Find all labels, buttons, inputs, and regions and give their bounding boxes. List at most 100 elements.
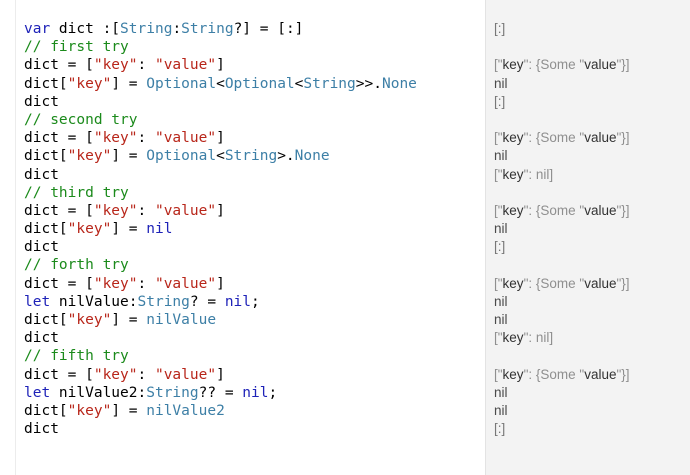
result-token: nil xyxy=(494,148,508,164)
code-token: // first try xyxy=(24,39,129,56)
result-line: [:] xyxy=(494,238,630,256)
code-token: "value" xyxy=(154,275,217,292)
code-token: >>. xyxy=(355,75,382,92)
code-token: dict xyxy=(24,166,59,183)
code-token: var xyxy=(24,21,51,37)
result-line: ["key": nil] xyxy=(494,166,630,184)
result-token: "}] xyxy=(616,366,630,382)
code-token: ] = xyxy=(111,75,147,92)
result-token: "}] xyxy=(616,130,630,146)
code-token: Optional xyxy=(146,75,217,92)
result-token: key xyxy=(502,202,524,218)
code-token: Optional xyxy=(146,148,217,165)
result-line: ["key": nil] xyxy=(494,329,630,347)
result-token: nil xyxy=(494,221,508,237)
result-token: [" xyxy=(494,57,503,73)
result-token: [" xyxy=(494,330,503,346)
code-token: dict[ xyxy=(24,75,68,92)
code-token: "key" xyxy=(93,57,138,74)
result-token: nil xyxy=(494,312,508,327)
result-line: ["key": {Some "value"}] xyxy=(494,275,630,293)
result-line: nil xyxy=(494,147,630,165)
code-line: dict = ["key": "value"] xyxy=(24,129,479,147)
code-token: dict[ xyxy=(24,312,68,328)
result-token: key xyxy=(502,166,524,182)
code-line: dict = ["key": "value"] xyxy=(24,366,479,384)
code-line: var dict :[String:String?] = [:] xyxy=(24,20,479,38)
result-line: nil xyxy=(494,220,630,238)
code-line: dict xyxy=(24,420,479,438)
code-token: "key" xyxy=(67,75,112,92)
result-line: ["key": {Some "value"}] xyxy=(494,56,630,74)
result-token: nil xyxy=(494,384,508,400)
gutter-divider xyxy=(15,0,16,475)
code-token: "value" xyxy=(154,366,217,383)
result-line: ["key": {Some "value"}] xyxy=(494,366,630,384)
code-line: let nilValue2:String?? = nil; xyxy=(24,384,479,402)
code-token: nil xyxy=(224,293,252,310)
result-token: [" xyxy=(494,366,503,382)
code-token: let xyxy=(24,384,51,401)
result-token: [:] xyxy=(494,421,506,437)
result-line: nil xyxy=(494,293,630,311)
code-token: < xyxy=(216,148,225,165)
code-line: // first try xyxy=(24,38,479,56)
code-token: : xyxy=(172,21,182,37)
code-line: // fifth try xyxy=(24,347,479,365)
result-token: key xyxy=(502,275,524,291)
code-token: "key" xyxy=(67,312,112,328)
code-token: ] xyxy=(216,366,225,383)
result-token: key xyxy=(502,330,524,346)
results-list: [:]["key": {Some "value"}]nil[:]["key": … xyxy=(494,20,630,438)
code-token: dict = [ xyxy=(24,57,94,74)
code-token: // forth try xyxy=(24,257,129,274)
code-token: "value" xyxy=(154,130,217,147)
result-token: ": {Some " xyxy=(523,57,585,73)
result-token: ": {Some " xyxy=(523,275,585,291)
code-line: // forth try xyxy=(24,256,479,274)
code-token: ] xyxy=(216,275,225,292)
result-token: value xyxy=(584,202,617,218)
code-token: "value" xyxy=(154,202,217,219)
result-line: [:] xyxy=(494,420,630,438)
result-token: [:] xyxy=(494,239,506,255)
code-line: dict["key"] = Optional<String>.None xyxy=(24,147,479,165)
code-line: dict["key"] = nilValue xyxy=(24,311,479,329)
result-token: "}] xyxy=(616,275,630,291)
result-token: value xyxy=(584,366,617,382)
code-token: dict xyxy=(24,239,59,256)
results-sidebar: [:]["key": {Some "value"}]nil[:]["key": … xyxy=(485,0,690,475)
code-token: dict xyxy=(24,93,59,110)
code-editor[interactable]: var dict :[String:String?] = [:]// first… xyxy=(24,20,479,438)
result-line: [:] xyxy=(494,20,630,38)
result-line xyxy=(494,347,630,365)
result-token: nil xyxy=(494,293,508,309)
result-token: ": {Some " xyxy=(523,130,585,146)
result-token: key xyxy=(502,130,524,146)
code-line: dict = ["key": "value"] xyxy=(24,56,479,74)
code-token: dict[ xyxy=(24,221,68,238)
code-token: nil xyxy=(146,221,173,238)
code-token: String xyxy=(146,384,199,401)
code-token: String xyxy=(303,75,356,92)
result-token: [" xyxy=(494,130,503,146)
code-token: : xyxy=(137,202,155,219)
code-token: ] xyxy=(216,202,225,219)
code-token: String xyxy=(224,148,278,165)
code-line: dict["key"] = nil xyxy=(24,220,479,238)
result-line xyxy=(494,184,630,202)
code-token: : xyxy=(137,275,155,292)
result-token: ": nil] xyxy=(523,166,554,182)
result-line: nil xyxy=(494,402,630,420)
code-line: let nilValue:String? = nil; xyxy=(24,293,479,311)
code-token: nil xyxy=(242,384,269,401)
result-line xyxy=(494,256,630,274)
code-token: nilValue2: xyxy=(50,384,147,401)
code-token: // second try xyxy=(24,111,138,128)
code-token: String xyxy=(181,21,234,37)
code-token: ] = xyxy=(111,402,147,419)
code-line: // third try xyxy=(24,184,479,202)
code-token: String xyxy=(137,293,190,310)
result-line: nil xyxy=(494,311,630,329)
